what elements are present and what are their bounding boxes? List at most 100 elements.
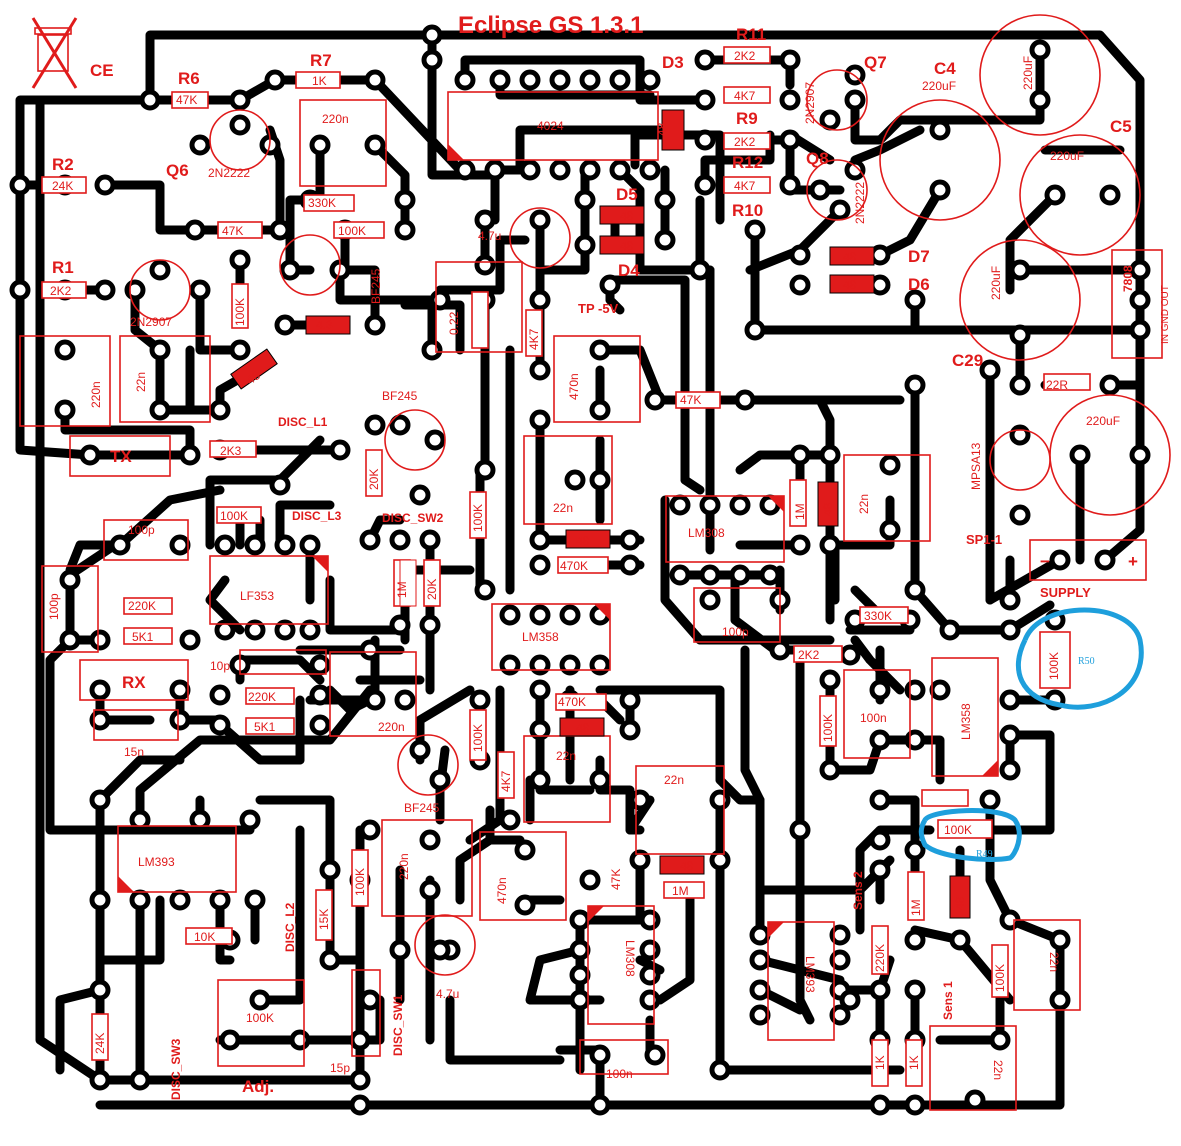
value-22n-c: 22n <box>857 494 871 514</box>
value-47k-b: 47K <box>222 224 243 238</box>
pad <box>529 554 551 576</box>
pad <box>769 639 791 661</box>
pad <box>264 69 286 91</box>
pad <box>844 159 866 181</box>
value-q7: 2N2907 <box>803 82 817 124</box>
pad <box>699 589 721 611</box>
pad <box>589 399 611 421</box>
label-r6: R6 <box>178 69 200 88</box>
label-disc-l1: DISC_L1 <box>278 415 328 429</box>
pad <box>809 179 831 201</box>
pad <box>109 534 131 556</box>
value-100p-c: 100p <box>47 593 61 620</box>
pad <box>1069 444 1091 466</box>
value-100p-b: 100p <box>128 523 155 537</box>
value-2n2907: 2N2907 <box>130 315 172 329</box>
pad <box>729 564 751 586</box>
pad <box>819 534 841 556</box>
label-sp1: SP1-1 <box>966 532 1002 547</box>
value-4k7-a: 4K7 <box>734 89 756 103</box>
value-100k-d: 100K <box>471 504 485 532</box>
pad <box>779 174 801 196</box>
pad <box>79 444 101 466</box>
value-100k-g: 100K <box>821 714 835 742</box>
value-lm358-b: LM358 <box>959 703 973 740</box>
r49-annotation-label: R49 <box>976 849 993 860</box>
value-220k-c: 220K <box>873 944 887 972</box>
pad <box>694 129 716 151</box>
label-disc-sw3: DISC_SW3 <box>169 1038 183 1100</box>
pad <box>829 949 851 971</box>
label-c4: C4 <box>934 59 956 78</box>
pad <box>904 679 926 701</box>
value-lm393-b: LM393 <box>803 956 817 993</box>
pad <box>169 679 191 701</box>
pad <box>709 789 731 811</box>
value-r6: 47K <box>176 93 197 107</box>
pad <box>424 429 446 451</box>
value-r7: 1K <box>312 74 327 88</box>
pad <box>184 219 206 241</box>
pad <box>1009 324 1031 346</box>
pad <box>229 249 251 271</box>
pad <box>619 689 641 711</box>
label-tx: TX <box>110 447 132 466</box>
pad <box>59 569 81 591</box>
value-100k-a: 100K <box>338 224 366 238</box>
value-c-top: 220uF <box>1021 56 1035 90</box>
pad <box>349 1069 371 1091</box>
label-c5: C5 <box>1110 117 1132 136</box>
label-disc-sw2: DISC_SW2 <box>382 511 444 525</box>
pad <box>869 979 891 1001</box>
pad <box>529 604 551 626</box>
value-d3: 48 <box>655 122 669 136</box>
pad <box>209 889 231 911</box>
pad <box>869 859 891 881</box>
pad <box>529 359 551 381</box>
pad <box>839 644 861 666</box>
pad <box>469 689 491 711</box>
pad <box>429 769 451 791</box>
pad <box>629 789 651 811</box>
value-48-e: 48 <box>680 859 694 873</box>
pad <box>529 409 551 431</box>
value-20k-a: 20K <box>367 469 381 490</box>
pad <box>454 69 476 91</box>
pad <box>299 619 321 641</box>
pad <box>54 399 76 421</box>
pad <box>759 564 781 586</box>
pad <box>979 359 1001 381</box>
pad <box>514 894 536 916</box>
pad <box>244 534 266 556</box>
value-100k-b: 100K <box>233 298 247 326</box>
pad <box>589 469 611 491</box>
label-minus: − <box>1040 552 1050 571</box>
pad <box>249 989 271 1011</box>
pad <box>639 909 661 931</box>
r49-annotation-circle <box>918 808 1022 862</box>
pad <box>904 374 926 396</box>
pad <box>419 529 441 551</box>
pad <box>904 1094 926 1116</box>
pad <box>694 49 716 71</box>
pad <box>309 714 331 736</box>
value-2k3: 2K3 <box>220 444 242 458</box>
label-disc-l2: DISC_L2 <box>283 902 297 952</box>
pad <box>589 769 611 791</box>
pad <box>419 829 441 851</box>
value-bf245-a: BF245 <box>404 801 440 815</box>
pad <box>619 719 641 741</box>
value-mpsa13: MPSA13 <box>969 442 983 490</box>
value-470n-a: 470n <box>567 373 581 400</box>
pad <box>409 484 431 506</box>
value-100n-a: 100n <box>606 1067 633 1081</box>
pad <box>514 839 536 861</box>
pad <box>499 604 521 626</box>
pad <box>89 789 111 811</box>
pad <box>689 259 711 281</box>
pad <box>214 534 236 556</box>
pad <box>529 654 551 676</box>
value-1m-c: 1M <box>672 884 689 898</box>
pad <box>579 869 601 891</box>
